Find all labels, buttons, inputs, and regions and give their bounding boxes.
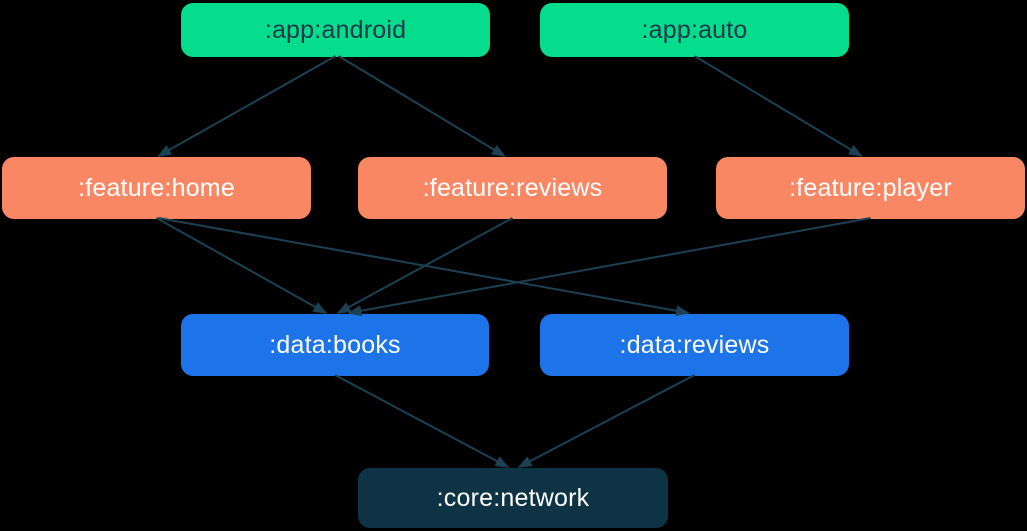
node-feature-home: :feature:home <box>2 157 311 219</box>
node-label: :core:network <box>436 483 590 512</box>
node-feature-reviews: :feature:reviews <box>358 157 667 219</box>
node-label: :app:auto <box>641 15 748 44</box>
edge-data-books-core-network <box>334 374 510 468</box>
node-app-auto: :app:auto <box>540 3 849 57</box>
node-data-books: :data:books <box>181 314 489 376</box>
node-core-network: :core:network <box>358 468 668 528</box>
edge-feature-player-data-books <box>347 217 871 317</box>
edge-app-auto-feature-player <box>693 55 863 157</box>
edge-feature-reviews-data-books <box>336 217 513 314</box>
edge-feature-home-data-reviews <box>158 217 690 317</box>
edge-data-reviews-core-network <box>517 374 695 468</box>
node-app-android: :app:android <box>181 3 490 57</box>
node-label: :data:reviews <box>619 330 770 359</box>
node-label: :feature:player <box>789 173 952 202</box>
node-label: :feature:reviews <box>422 173 603 202</box>
node-label: :data:books <box>269 330 401 359</box>
edge-app-android-feature-home <box>157 55 336 157</box>
edge-app-android-feature-reviews <box>337 55 506 157</box>
node-data-reviews: :data:reviews <box>540 314 849 376</box>
edge-feature-home-data-books <box>156 217 328 314</box>
node-label: :app:android <box>264 15 407 44</box>
node-feature-player: :feature:player <box>716 157 1025 219</box>
node-label: :feature:home <box>78 173 235 202</box>
